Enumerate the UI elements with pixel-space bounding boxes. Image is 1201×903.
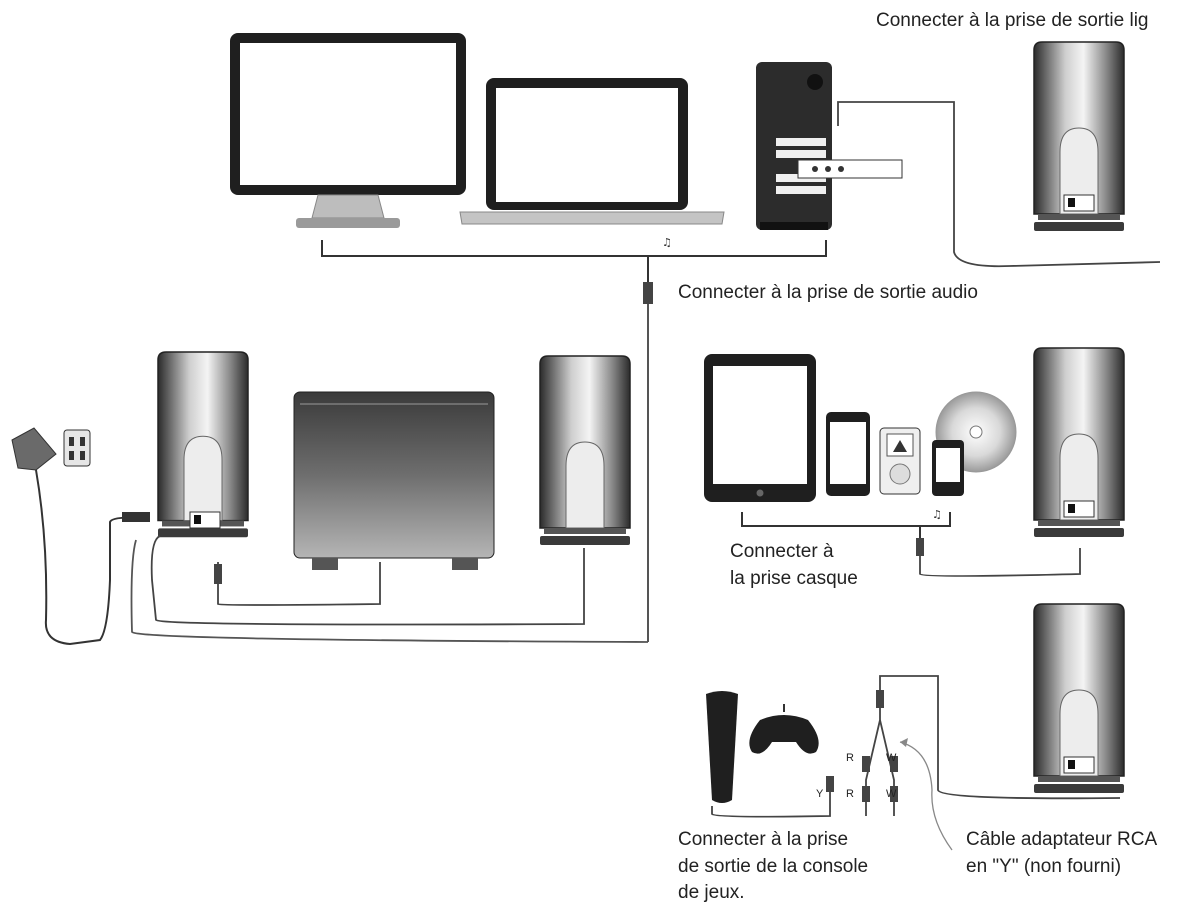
speaker-icon	[539, 355, 631, 546]
laptop-icon	[459, 78, 725, 225]
red-plug-mark: R	[846, 752, 854, 764]
gamepad-icon	[749, 704, 819, 754]
speaker-icon	[1033, 41, 1125, 232]
tablet-icon	[704, 354, 816, 502]
line-out-label: Connecter à la prise de sortie lig	[876, 10, 1149, 31]
console-label-line1: Connecter à la prise	[678, 829, 849, 850]
mp3-player-icon	[879, 427, 921, 495]
audio-out-label: Connecter à la prise de sortie audio	[678, 282, 978, 303]
power-adapter-icon	[11, 427, 150, 646]
smartphone-icon	[826, 412, 870, 496]
headphone-label-line2: la prise casque	[730, 568, 858, 589]
pc-tower-icon	[756, 62, 903, 230]
game-console-icon	[706, 691, 738, 803]
yellow-plug-mark: Y	[816, 788, 824, 800]
white-plug-mark: W	[886, 788, 897, 800]
speaker-icon	[1033, 603, 1125, 794]
rca-cable-label-line1: Câble adaptateur RCA	[966, 829, 1158, 850]
headphone-label-line1: Connecter à	[730, 541, 834, 562]
white-plug-mark: W	[886, 752, 897, 764]
console-label-line3: de jeux.	[678, 882, 745, 903]
smartphone-icon	[932, 440, 964, 496]
red-plug-mark: R	[846, 788, 854, 800]
wall-outlet-icon	[63, 429, 91, 467]
speaker-icon	[1033, 347, 1125, 538]
svg-text:♫: ♫	[662, 236, 672, 249]
rca-cable-label-line2: en "Y" (non fourni)	[966, 856, 1122, 877]
monitor-icon	[230, 33, 466, 228]
speaker-icon	[157, 351, 249, 538]
headphone-icon: ♫	[932, 508, 942, 521]
subwoofer-icon	[293, 391, 495, 570]
console-label-line2: de sortie de la console	[678, 856, 869, 877]
